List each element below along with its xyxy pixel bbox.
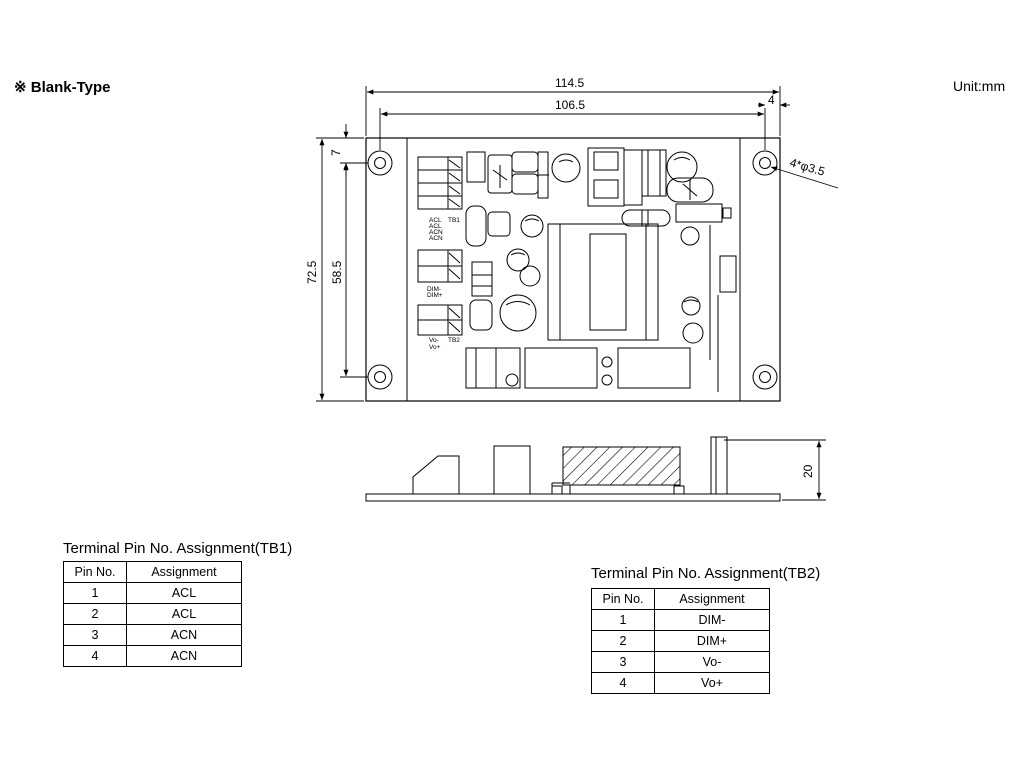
board-label-tb2: TB2 — [448, 337, 460, 344]
dimension-lines — [316, 86, 839, 501]
dim-height: 20 — [801, 464, 815, 478]
assignment-cell: ACL — [126, 603, 242, 625]
board-label-acl-2: ACL — [429, 223, 442, 230]
terminal-block-tb2 — [417, 304, 463, 336]
dim-hole-callout: 4*φ3.5 — [788, 155, 827, 178]
unit-label: Unit:mm — [953, 78, 1006, 94]
board-label-acn-1: ACN — [429, 229, 443, 236]
board-label-dim-minus: DIM- — [427, 286, 441, 293]
board-label-dim-plus: DIM+ — [427, 292, 443, 299]
board-label-tb1: TB1 — [448, 217, 460, 224]
pin-no-cell: 2 — [63, 603, 127, 625]
table-row: 1 ACL — [63, 582, 242, 604]
dim-connector — [417, 249, 463, 283]
top-view — [365, 137, 781, 402]
table-row: 4 Vo+ — [591, 672, 770, 694]
terminal-block-tb1 — [417, 156, 463, 210]
mounting-hole — [367, 364, 393, 390]
board-label-acl-1: ACL — [429, 217, 442, 224]
pin-no-cell: 4 — [591, 672, 655, 694]
table-row: 3 ACN — [63, 624, 242, 646]
pin-no-cell: 4 — [63, 645, 127, 667]
assignment-cell: Vo+ — [654, 672, 770, 694]
table-row: 4 ACN — [63, 645, 242, 667]
column-header-assignment: Assignment — [654, 588, 770, 610]
board-label-vo-plus: Vo+ — [429, 344, 441, 351]
assignment-cell: ACN — [126, 645, 242, 667]
assignment-cell: DIM- — [654, 609, 770, 631]
table-header-row: Pin No. Assignment — [591, 588, 770, 610]
drawing-title: ※ Blank-Type — [14, 79, 111, 96]
column-header-assignment: Assignment — [126, 561, 242, 583]
dim-top-offset: 7 — [329, 149, 343, 156]
pin-no-cell: 3 — [63, 624, 127, 646]
table-header-row: Pin No. Assignment — [63, 561, 242, 583]
dim-overall-width: 114.5 — [555, 76, 584, 90]
tb2-table-title: Terminal Pin No. Assignment(TB2) — [591, 565, 821, 582]
board-label-acn-2: ACN — [429, 235, 443, 242]
assignment-cell: Vo- — [654, 651, 770, 673]
pin-no-cell: 3 — [591, 651, 655, 673]
pin-no-cell: 2 — [591, 630, 655, 652]
tb1-table-title: Terminal Pin No. Assignment(TB1) — [63, 540, 293, 557]
dim-overall-height: 72.5 — [305, 260, 319, 284]
dim-edge-offset: 4 — [768, 93, 775, 107]
mounting-hole — [752, 364, 778, 390]
table-row: 2 DIM+ — [591, 630, 770, 652]
pin-no-cell: 1 — [591, 609, 655, 631]
mounting-hole — [752, 150, 778, 176]
table-row: 2 ACL — [63, 603, 242, 625]
pin-no-cell: 1 — [63, 582, 127, 604]
assignment-cell: DIM+ — [654, 630, 770, 652]
tb1-pin-table: Pin No. Assignment 1 ACL 2 ACL 3 ACN 4 A… — [63, 561, 242, 667]
assignment-cell: ACN — [126, 624, 242, 646]
assignment-cell: ACL — [126, 582, 242, 604]
tb2-pin-table: Pin No. Assignment 1 DIM- 2 DIM+ 3 Vo- 4… — [591, 588, 770, 694]
table-row: 3 Vo- — [591, 651, 770, 673]
column-header-pin-no: Pin No. — [591, 588, 655, 610]
dim-hole-vertical: 58.5 — [330, 260, 344, 284]
transformer — [547, 223, 659, 341]
side-view — [365, 436, 781, 502]
table-row: 1 DIM- — [591, 609, 770, 631]
board-label-vo-minus: Vo- — [429, 337, 439, 344]
mounting-hole — [367, 150, 393, 176]
dim-hole-spacing: 106.5 — [555, 98, 585, 112]
column-header-pin-no: Pin No. — [63, 561, 127, 583]
